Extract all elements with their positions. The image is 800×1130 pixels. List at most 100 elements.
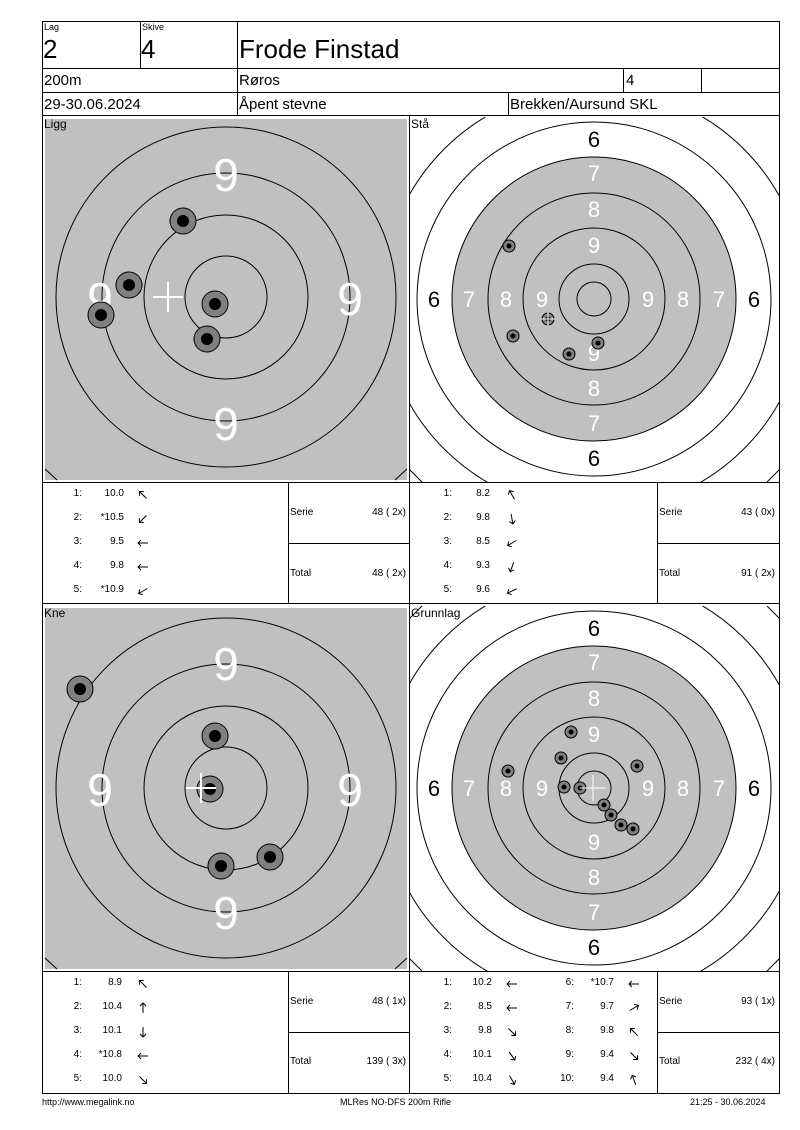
- total-label: Total: [659, 1056, 681, 1067]
- total-label: Total: [290, 568, 312, 579]
- target-grunnlag: 6 6 6 6 7 7 7 7 8 8 8 8 9 9 9 9: [410, 606, 779, 971]
- ring-6-bottom: 6: [588, 446, 600, 471]
- shot-hole: [614, 818, 628, 832]
- ring-7-bottom: 7: [588, 411, 600, 436]
- direction-arrow-icon: [137, 539, 148, 547]
- serie-score: 48 ( 2x): [372, 507, 406, 518]
- footer-timestamp: 21:25 - 30.06.2024: [690, 1097, 766, 1107]
- ring-9-top: 9: [588, 233, 600, 258]
- serie-label: Serie: [290, 996, 314, 1007]
- ring-6-top: 6: [588, 127, 600, 152]
- ring-6-left: 6: [428, 776, 440, 801]
- direction-arrow-icon: [509, 513, 516, 525]
- ring-8-left: 8: [500, 287, 512, 312]
- shot-hole: [501, 764, 515, 778]
- ring-6-right: 6: [748, 776, 760, 801]
- footer-url[interactable]: http://www.megalink.no: [42, 1097, 135, 1107]
- direction-arrow-icon: [137, 1052, 148, 1060]
- ring-6-right: 6: [748, 287, 760, 312]
- ring-7-left: 7: [463, 287, 475, 312]
- shot-hole: [201, 290, 229, 318]
- shot-hole: [66, 675, 94, 703]
- ring-8-top: 8: [588, 686, 600, 711]
- ring-9-bottom: 9: [588, 830, 600, 855]
- shot-hole: [597, 798, 611, 812]
- total-label: Total: [290, 1056, 312, 1067]
- direction-arrow-icon: [630, 1074, 637, 1085]
- shot-hole: [591, 336, 605, 350]
- direction-arrow-icon: [138, 588, 148, 596]
- direction-arrow-icon: [138, 490, 147, 499]
- ring-6-top: 6: [588, 616, 600, 641]
- lag-number: 2: [43, 34, 58, 64]
- total-label: Total: [659, 568, 681, 579]
- direction-arrow-icon: [506, 588, 517, 596]
- ring-7-bottom: 7: [588, 900, 600, 925]
- shot-hole: [256, 843, 284, 871]
- shot-hole: [207, 852, 235, 880]
- ring-number-bottom: 9: [213, 398, 239, 450]
- direction-arrow-icon: [507, 490, 515, 500]
- direction-arrow-icon: [137, 563, 148, 571]
- ring-9-left: 9: [536, 776, 548, 801]
- direction-arrow-icon: [139, 1027, 147, 1038]
- place: Røros: [239, 72, 280, 89]
- direction-arrow-icon: [509, 1075, 517, 1085]
- ring-number-left: 9: [87, 764, 113, 816]
- ring-number-bottom: 9: [213, 887, 239, 939]
- serie-score: 48 ( 1x): [372, 996, 406, 1007]
- ring-6-bottom: 6: [588, 935, 600, 960]
- shot-hole: [193, 325, 221, 353]
- total-score: 232 ( 4x): [735, 1056, 775, 1067]
- direction-arrow-icon: [508, 1028, 517, 1037]
- skive-caption: Skive: [142, 22, 165, 32]
- direction-arrow-icon: [629, 1027, 638, 1036]
- serie-score: 43 ( 0x): [741, 507, 775, 518]
- direction-arrow-icon: [629, 1003, 639, 1011]
- ring-7-right: 7: [713, 287, 725, 312]
- shot-hole: [502, 239, 516, 253]
- direction-arrow-icon: [139, 1002, 147, 1013]
- count: 4: [626, 72, 635, 89]
- ring-8-top: 8: [588, 197, 600, 222]
- ring-number-top: 9: [213, 638, 239, 690]
- direction-arrow-icon: [628, 980, 639, 988]
- direction-arrow-icon: [507, 540, 517, 548]
- shot-hole: [115, 271, 143, 299]
- ring-7-right: 7: [713, 776, 725, 801]
- ring-number-top: 9: [213, 149, 239, 201]
- serie-score: 93 ( 1x): [741, 996, 775, 1007]
- date: 29-30.06.2024: [44, 96, 141, 113]
- ring-9-right: 9: [642, 287, 654, 312]
- ring-8-right: 8: [677, 776, 689, 801]
- ring-8-right: 8: [677, 287, 689, 312]
- serie-label: Serie: [290, 507, 314, 518]
- total-score: 139 ( 3x): [366, 1056, 406, 1067]
- shot-hole: [201, 722, 229, 750]
- ring-number-right: 9: [337, 273, 363, 325]
- shot-hole: [506, 329, 520, 343]
- direction-arrow-icon: [139, 1076, 148, 1085]
- shot-hole: [626, 822, 640, 836]
- ring-8-left: 8: [500, 776, 512, 801]
- target-kne: 9 9 9 9: [44, 608, 408, 970]
- serie-label: Serie: [659, 507, 683, 518]
- shot-hole: [562, 347, 576, 361]
- skive-number: 4: [141, 34, 156, 64]
- shot-hole: [169, 207, 197, 235]
- shot-hole: [87, 301, 115, 329]
- shot-hole: [557, 780, 571, 794]
- target-ligg: 9 9 9 9: [44, 119, 408, 481]
- shot-hole: [604, 808, 618, 822]
- lag-caption: Lag: [44, 22, 60, 32]
- panel-title-ligg: Ligg: [44, 117, 67, 131]
- ring-9-top: 9: [588, 722, 600, 747]
- shot-hole: [554, 751, 568, 765]
- direction-arrow-icon: [508, 1051, 517, 1061]
- ring-9-right: 9: [642, 776, 654, 801]
- panel-title-kne: Kne: [44, 606, 66, 620]
- footer-program: MLRes NO-DFS 200m Rifle: [340, 1097, 452, 1107]
- serie-label: Serie: [659, 996, 683, 1007]
- total-score: 91 ( 2x): [741, 568, 775, 579]
- target-sta: 6 6 6 6 7 7 7 7 8 8 8 8 9 9 9 9: [410, 117, 779, 482]
